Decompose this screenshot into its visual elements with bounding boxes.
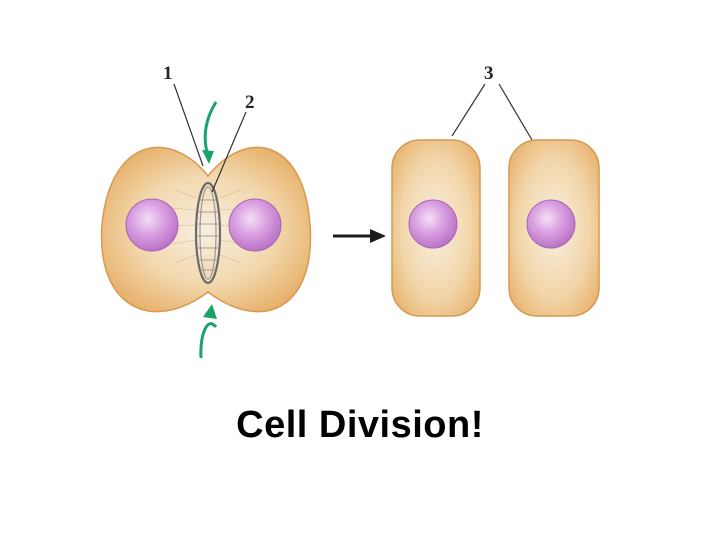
daughter-nucleus-right xyxy=(526,199,576,249)
label-1: 1 xyxy=(163,63,173,84)
daughter-nucleus-left xyxy=(408,199,458,249)
right-arrow-icon xyxy=(333,229,386,243)
label-3: 3 xyxy=(484,63,494,84)
nucleus-right xyxy=(228,198,282,252)
green-arrowheads xyxy=(202,150,217,319)
daughter-cell-right xyxy=(508,139,600,317)
label-2: 2 xyxy=(245,92,255,113)
leader-lines xyxy=(173,83,533,193)
daughter-cell-left xyxy=(391,139,481,317)
cell-division-diagram: 1 2 3 xyxy=(100,63,600,359)
dividing-cell-body xyxy=(100,146,312,313)
contractile-ring xyxy=(194,181,222,285)
slide-caption: Cell Division! xyxy=(236,404,484,446)
dividing-cell xyxy=(100,146,312,313)
nucleus-left xyxy=(125,198,179,252)
